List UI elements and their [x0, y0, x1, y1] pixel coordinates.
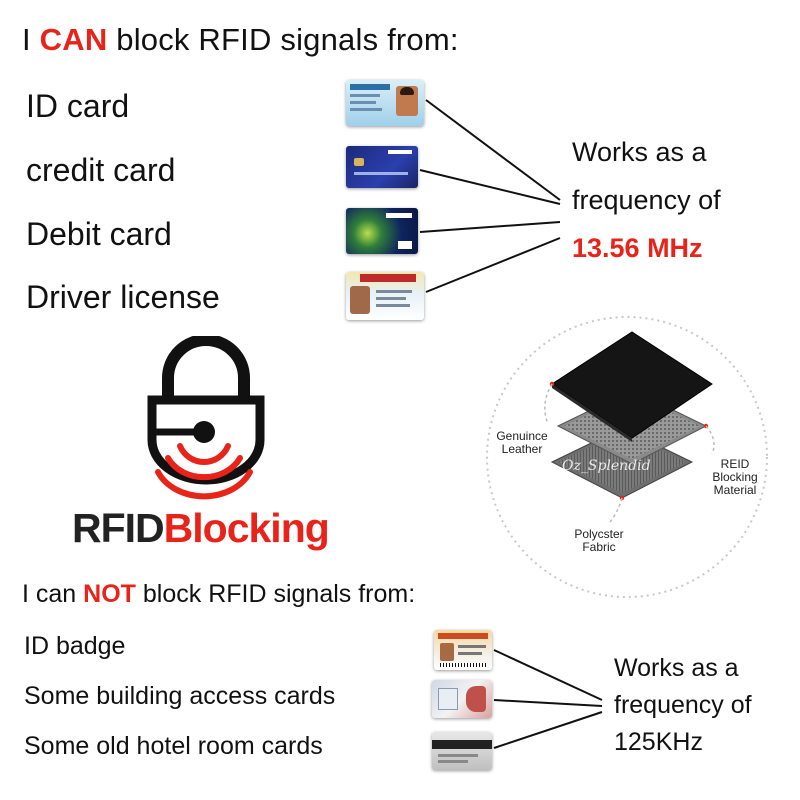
- leather-layer: [551, 331, 713, 442]
- label-blocking-material: REID Blocking Material: [712, 457, 758, 497]
- cannot-heading-prefix: I can: [22, 580, 77, 608]
- frequency-info-low: Works as a frequency of 125KHz: [614, 650, 752, 761]
- label-genuine-leather: Genuince Leather: [496, 429, 548, 456]
- label-polyester-fabric: Polycster Fabric: [574, 527, 624, 554]
- cannot-heading-emphasis-not: NOT: [83, 580, 136, 608]
- debit-card-icon: [346, 208, 418, 254]
- credit-card-icon: [346, 146, 418, 188]
- item-credit-card: credit card: [26, 152, 176, 188]
- access-card-icon: [432, 680, 492, 718]
- student-id-card-icon: [346, 80, 424, 126]
- logo-text-rfid: RFID: [72, 505, 165, 551]
- hotel-key-card-icon: [432, 732, 492, 770]
- cannot-block-heading: I can NOT block RFID signals from:: [22, 580, 415, 609]
- heading-suffix: block RFID signals from:: [116, 22, 459, 57]
- frequency-info-high: Works as a frequency of 13.56 MHz: [572, 128, 721, 272]
- works-as-label-low: Works as a: [614, 654, 739, 682]
- item-building-access-cards: Some building access cards: [24, 682, 336, 710]
- item-debit-card: Debit card: [26, 216, 172, 252]
- item-hotel-room-cards: Some old hotel room cards: [24, 732, 323, 760]
- heading-emphasis-can: CAN: [39, 22, 108, 57]
- logo-text-blocking: Blocking: [163, 505, 330, 551]
- dotted-circle-outline: [486, 316, 768, 598]
- frequency-value-low: 125KHz: [614, 728, 703, 756]
- material-layers-diagram: [486, 316, 768, 598]
- rfid-padlock-icon: [147, 336, 265, 500]
- driver-license-icon: [346, 272, 424, 320]
- works-as-label: Works as a: [572, 137, 707, 167]
- frequency-value-high: 13.56 MHz: [572, 233, 703, 263]
- item-id-card: ID card: [26, 88, 130, 124]
- item-id-badge: ID badge: [24, 632, 126, 660]
- frequency-of-label: frequency of: [572, 185, 721, 215]
- cannot-heading-suffix: block RFID signals from:: [142, 580, 416, 608]
- item-driver-license: Driver license: [26, 279, 220, 315]
- rfid-blocking-logo: RFIDBlocking: [72, 505, 330, 552]
- watermark-text: Oz_Splendid: [562, 458, 651, 474]
- frequency-of-label-low: frequency of: [614, 691, 752, 719]
- heading-prefix: I: [22, 22, 31, 57]
- id-badge-icon: [434, 630, 492, 670]
- can-block-heading: I CAN block RFID signals from:: [22, 22, 459, 58]
